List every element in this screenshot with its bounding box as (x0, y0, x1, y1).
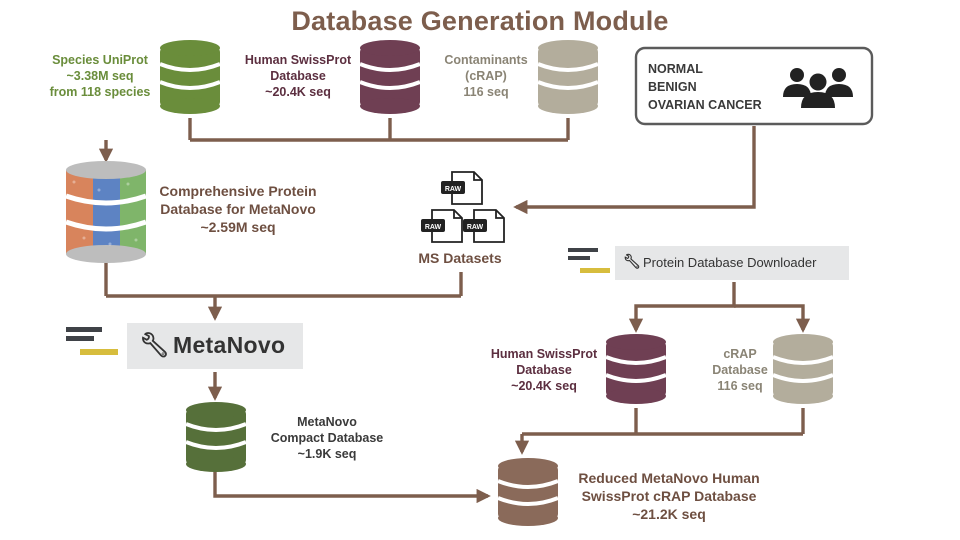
label-line: Human SwissProt (244, 53, 352, 67)
label-line: ~1.9K seq (297, 447, 357, 461)
reduced-database-label: Reduced MetaNovo Human SwissProt cRAP Da… (562, 470, 776, 524)
people-group-icon (783, 68, 853, 108)
crap-label-2: cRAP Database 116 seq (705, 346, 775, 394)
raw-file-label: RAW (467, 224, 484, 231)
label-line: 116 seq (463, 85, 509, 99)
arrow-downloader-branch-left (628, 282, 736, 333)
page-title: Database Generation Module (291, 6, 669, 36)
label-line: cRAP (723, 347, 757, 361)
metanovo-compact-label: MetaNovo Compact Database ~1.9K seq (262, 414, 392, 462)
arrow-compact-to-reduced (213, 470, 491, 504)
human-swissprot-database-icon (359, 40, 421, 114)
label-line: SwissProt cRAP Database (581, 487, 757, 504)
label-line: ~3.38M seq (66, 69, 134, 83)
label-line: Contaminants (444, 53, 528, 67)
downloader-tool-label: Protein Database Downloader (643, 255, 817, 270)
label-line: Comprehensive Protein (159, 183, 317, 199)
comprehensive-database-icon (65, 161, 147, 263)
raw-file-icons: RAW RAW RAW (421, 171, 505, 243)
label-line: from 118 species (49, 85, 151, 99)
sample-ovarian-cancer: OVARIAN CANCER (648, 98, 762, 113)
raw-file-icon-2 (421, 209, 463, 243)
contaminants-database-icon (537, 40, 599, 114)
label-line: Reduced MetaNovo Human (578, 470, 760, 486)
human-swissprot-database-icon-2 (605, 334, 667, 404)
label-line: Human SwissProt (490, 347, 598, 361)
label-line: Database (270, 69, 326, 83)
connectors (104, 118, 811, 504)
arrow-sources-to-comprehensive (106, 118, 570, 160)
raw-file-label: RAW (445, 186, 462, 193)
label-line: Database (516, 363, 572, 377)
wrench-icon: 🔧︎ (139, 332, 170, 359)
human-swissprot-label: Human SwissProt Database ~20.4K seq (240, 52, 356, 100)
arrow-samples-to-ms (513, 126, 756, 215)
label-line: ~20.4K seq (511, 379, 577, 393)
metanovo-tool-label: MetaNovo (173, 332, 286, 358)
wrench-icon: 🔧︎ (623, 253, 641, 269)
species-uniprot-label: Species UniProt ~3.38M seq from 118 spec… (42, 52, 158, 100)
label-line: ~21.2K seq (632, 505, 706, 522)
arrow-comp-ms-to-metanovo (104, 262, 463, 318)
contaminants-label: Contaminants (cRAP) 116 seq (438, 52, 534, 100)
comprehensive-database-label: Comprehensive Protein Database for MetaN… (150, 183, 326, 237)
label-line: Database (712, 363, 768, 377)
label-line: (cRAP) (465, 69, 507, 83)
metanovo-logo-icon (66, 327, 118, 355)
label-line: Compact Database (270, 431, 384, 445)
label-line: Species UniProt (52, 53, 148, 67)
label-line: Database for MetaNovo (160, 200, 316, 217)
sample-benign: BENIGN (648, 80, 697, 95)
species-uniprot-database-icon (159, 40, 221, 114)
raw-file-label: RAW (425, 224, 442, 231)
label-line: MetaNovo (297, 415, 357, 429)
label-line: ~20.4K seq (265, 85, 331, 99)
ms-datasets-label: MS Datasets (418, 250, 502, 266)
metanovo-compact-database-icon (185, 402, 247, 472)
label-line: ~2.59M seq (200, 218, 276, 235)
reduced-database-icon (497, 458, 559, 526)
human-swissprot-label-2: Human SwissProt Database ~20.4K seq (486, 346, 602, 394)
samples-label: NORMAL BENIGN OVARIAN CANCER (648, 60, 762, 114)
arrow-dbs-to-reduced (522, 408, 805, 452)
arrow-downloader-branch-right (734, 304, 811, 333)
label-line: 116 seq (717, 379, 763, 393)
metanovo-tool: 🔧︎ MetaNovo (127, 323, 303, 369)
crap-database-icon-2 (772, 334, 834, 404)
downloader-logo-icon (568, 248, 610, 273)
protein-database-downloader-tool: 🔧︎ Protein Database Downloader (615, 246, 849, 280)
sample-normal: NORMAL (648, 62, 703, 76)
raw-file-icon-3 (463, 209, 505, 243)
raw-file-icon-1 (441, 171, 483, 205)
